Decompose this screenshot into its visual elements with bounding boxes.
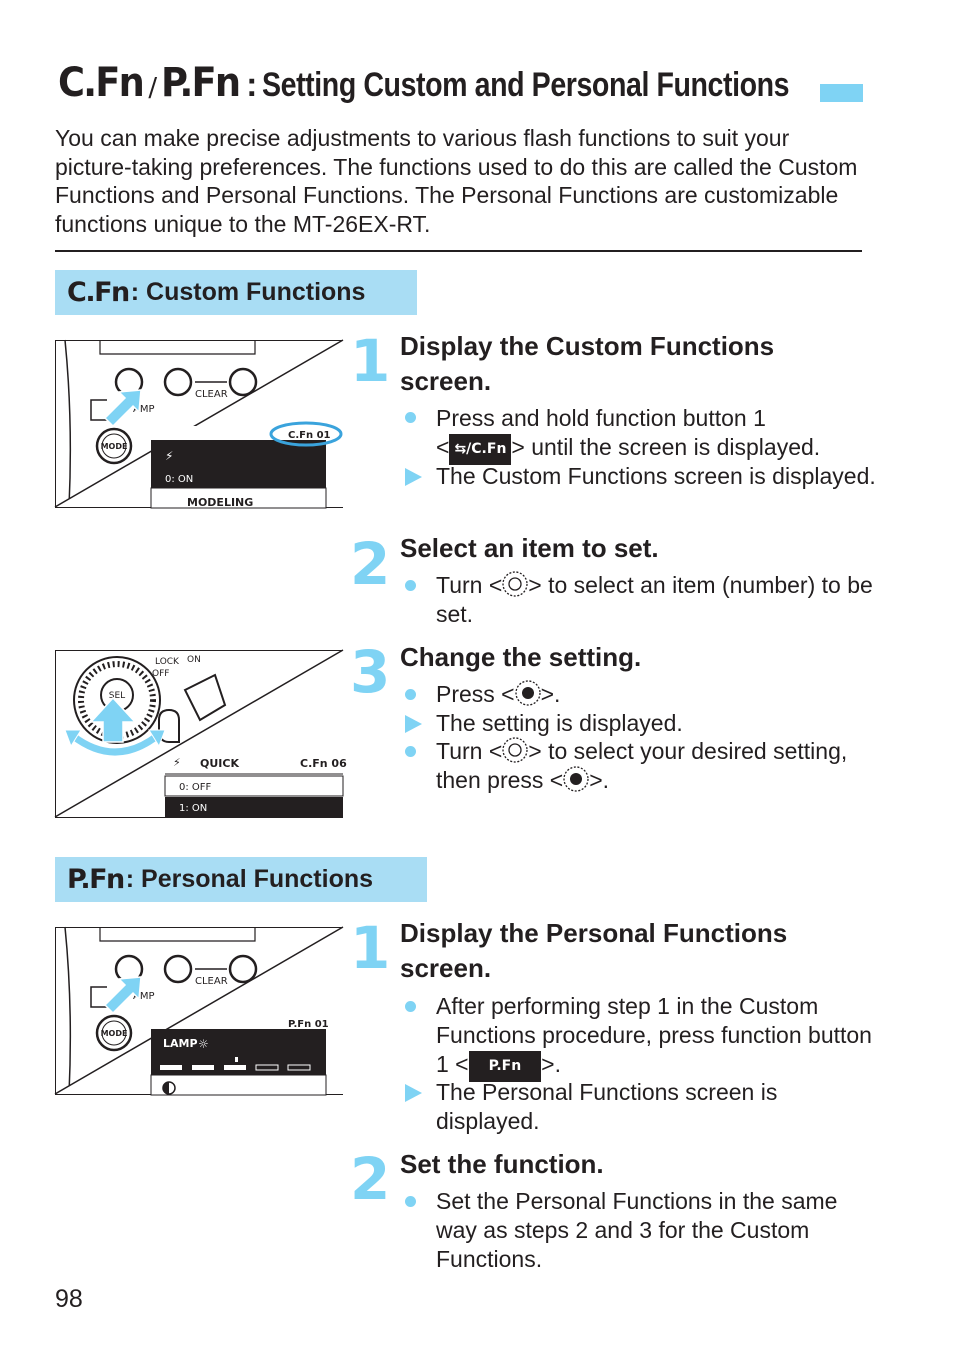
item-text: After performing step 1 in the Custom Fu… xyxy=(436,993,872,1077)
title-slash: / xyxy=(148,73,158,103)
cfn-step3-number: 3 xyxy=(350,638,391,706)
page-title: C.Fn/P.Fn: Setting Custom and Personal F… xyxy=(58,60,889,106)
lcd-row1: 0: OFF xyxy=(179,782,212,793)
flash-icon: ⚡ xyxy=(173,756,181,769)
bullet-icon xyxy=(405,1001,416,1012)
result-arrow-icon xyxy=(405,1084,422,1102)
rotate-arrow-icon xyxy=(70,733,160,756)
cfn-step2-heading: Select an item to set. xyxy=(400,533,659,563)
function-button-3 xyxy=(228,367,258,397)
pfn-label: : Personal Functions xyxy=(125,865,374,893)
amp-label: AMP xyxy=(133,404,155,415)
fn-button-pfn-icon: P.Fn xyxy=(468,1051,542,1082)
mode-label: MODE xyxy=(101,1029,128,1038)
cfn-step2-item1: Turn <> to select an item (number) to be… xyxy=(436,571,876,629)
result-arrow-icon xyxy=(405,715,422,733)
item-text: > until the screen is displayed. xyxy=(511,434,821,460)
item-text: >. xyxy=(540,681,561,707)
lcd-code: P.Fn 01 xyxy=(288,1019,329,1030)
bullet-icon xyxy=(405,1196,416,1207)
item-text: < xyxy=(436,434,450,460)
item-text: >. xyxy=(541,1051,561,1077)
pfn-step1-item1: After performing step 1 in the Custom Fu… xyxy=(436,992,876,1082)
lamp-label: LAMP xyxy=(163,1037,198,1050)
bullet-icon xyxy=(405,689,416,700)
highlight-ellipse xyxy=(269,421,343,447)
lcd-code: C.Fn 06 xyxy=(300,757,347,770)
pfn-code: P.Fn xyxy=(67,864,125,895)
intro-paragraph: You can make precise adjustments to vari… xyxy=(55,125,858,238)
item-text: Press < xyxy=(436,681,515,707)
title-text: Setting Custom and Personal Functions xyxy=(261,66,790,104)
lcd-row1: 0: ON xyxy=(165,474,193,485)
quick-label: QUICK xyxy=(200,757,239,770)
bullet-icon xyxy=(405,746,416,757)
pfn-step1-number: 1 xyxy=(350,914,391,982)
cfn-step2-number: 2 xyxy=(350,530,391,598)
cfn-step1-heading: Display the Custom Functions screen. xyxy=(400,331,775,396)
cfn-step3-item2: The setting is displayed. xyxy=(436,710,683,736)
item-text: Turn < xyxy=(436,738,503,764)
cfn-step3-heading: Change the setting. xyxy=(400,642,642,672)
item-text: Turn < xyxy=(436,572,503,598)
item-text: > to select an item (number) to be set. xyxy=(436,572,873,627)
title-code-cfn: C.Fn xyxy=(58,60,145,106)
cfn-step1-number: 1 xyxy=(350,327,391,395)
cfn-step3-item3: Turn <> to select your desired setting, … xyxy=(436,737,876,795)
cfn-code: C.Fn xyxy=(67,277,130,308)
lcd-flash-icon: ⚡ xyxy=(165,449,173,463)
item-text: >. xyxy=(589,767,610,793)
set-button-icon xyxy=(514,680,541,706)
pfn-step2-heading: Set the function. xyxy=(400,1149,604,1179)
lcd-row2: 1: ON xyxy=(179,803,207,814)
title-code-pfn: P.Fn xyxy=(161,60,241,106)
lcd-row2: MODELING xyxy=(187,496,253,509)
sun-icon: ☼ xyxy=(198,1037,209,1051)
fn-button-cfn-icon: ⇆/C.Fn xyxy=(449,434,512,465)
bullet-icon xyxy=(405,412,416,423)
function-button-3 xyxy=(228,954,258,984)
title-colon: : xyxy=(246,66,258,104)
clear-label: CLEAR xyxy=(195,389,228,400)
lock-label: LOCK xyxy=(155,657,180,667)
pfn-section-header: P.Fn: Personal Functions xyxy=(55,857,427,902)
function-button-2 xyxy=(163,367,193,397)
function-button-2 xyxy=(163,954,193,984)
sel-label: SEL xyxy=(109,691,125,701)
cfn-step1-item2: The Custom Functions screen is displayed… xyxy=(436,463,876,489)
pfn-step1-item2: The Personal Functions screen is display… xyxy=(436,1079,778,1134)
bullet-icon xyxy=(405,580,416,591)
press-arrow-icon xyxy=(103,976,142,1015)
pfn-flash-illustration: CLEAR AMP MODE P.Fn 01 LAMP ☼ xyxy=(54,926,344,1096)
off-label: OFF xyxy=(152,669,169,679)
clear-label: CLEAR xyxy=(195,976,228,987)
on-label: ON xyxy=(187,655,201,665)
power-switch xyxy=(183,673,227,722)
cfn-section-header: C.Fn: Custom Functions xyxy=(55,270,417,315)
lcd-code: C.Fn 01 xyxy=(288,430,331,441)
select-dial-icon xyxy=(502,571,528,597)
result-arrow-icon xyxy=(405,468,422,486)
cfn-flash-illustration: CLEAR AMP MODE C.Fn 01 ⚡ 0: ON MODELING xyxy=(54,339,344,509)
page-number: 98 xyxy=(55,1285,83,1313)
item-text: > to select your desired setting, then p… xyxy=(436,738,848,793)
pfn-step2-item1: Set the Personal Functions in the same w… xyxy=(436,1188,838,1272)
set-button-icon xyxy=(563,766,589,792)
cfn-step1-item1: Press and hold function button 1 <⇆/C.Fn… xyxy=(436,404,876,465)
mode-label: MODE xyxy=(101,442,128,451)
item-text: Press and hold function button 1 xyxy=(436,405,766,431)
cfn-step3-item1: Press < >. xyxy=(436,680,876,709)
press-arrow-icon xyxy=(89,696,137,743)
press-arrow-icon xyxy=(103,389,142,428)
pfn-step1-heading: Display the Personal Functions screen. xyxy=(400,918,788,983)
select-dial-icon xyxy=(502,737,528,763)
divider xyxy=(55,250,862,252)
cfn-label: : Custom Functions xyxy=(130,278,366,306)
pfn-step2-number: 2 xyxy=(350,1145,391,1213)
amp-label: AMP xyxy=(133,991,155,1002)
cfn-dial-illustration: SEL LOCK ON OFF ⚡ QUICK C.Fn 06 0: OFF 1… xyxy=(54,649,347,818)
title-accent-bar xyxy=(820,84,863,102)
lcd-screen xyxy=(151,440,326,488)
